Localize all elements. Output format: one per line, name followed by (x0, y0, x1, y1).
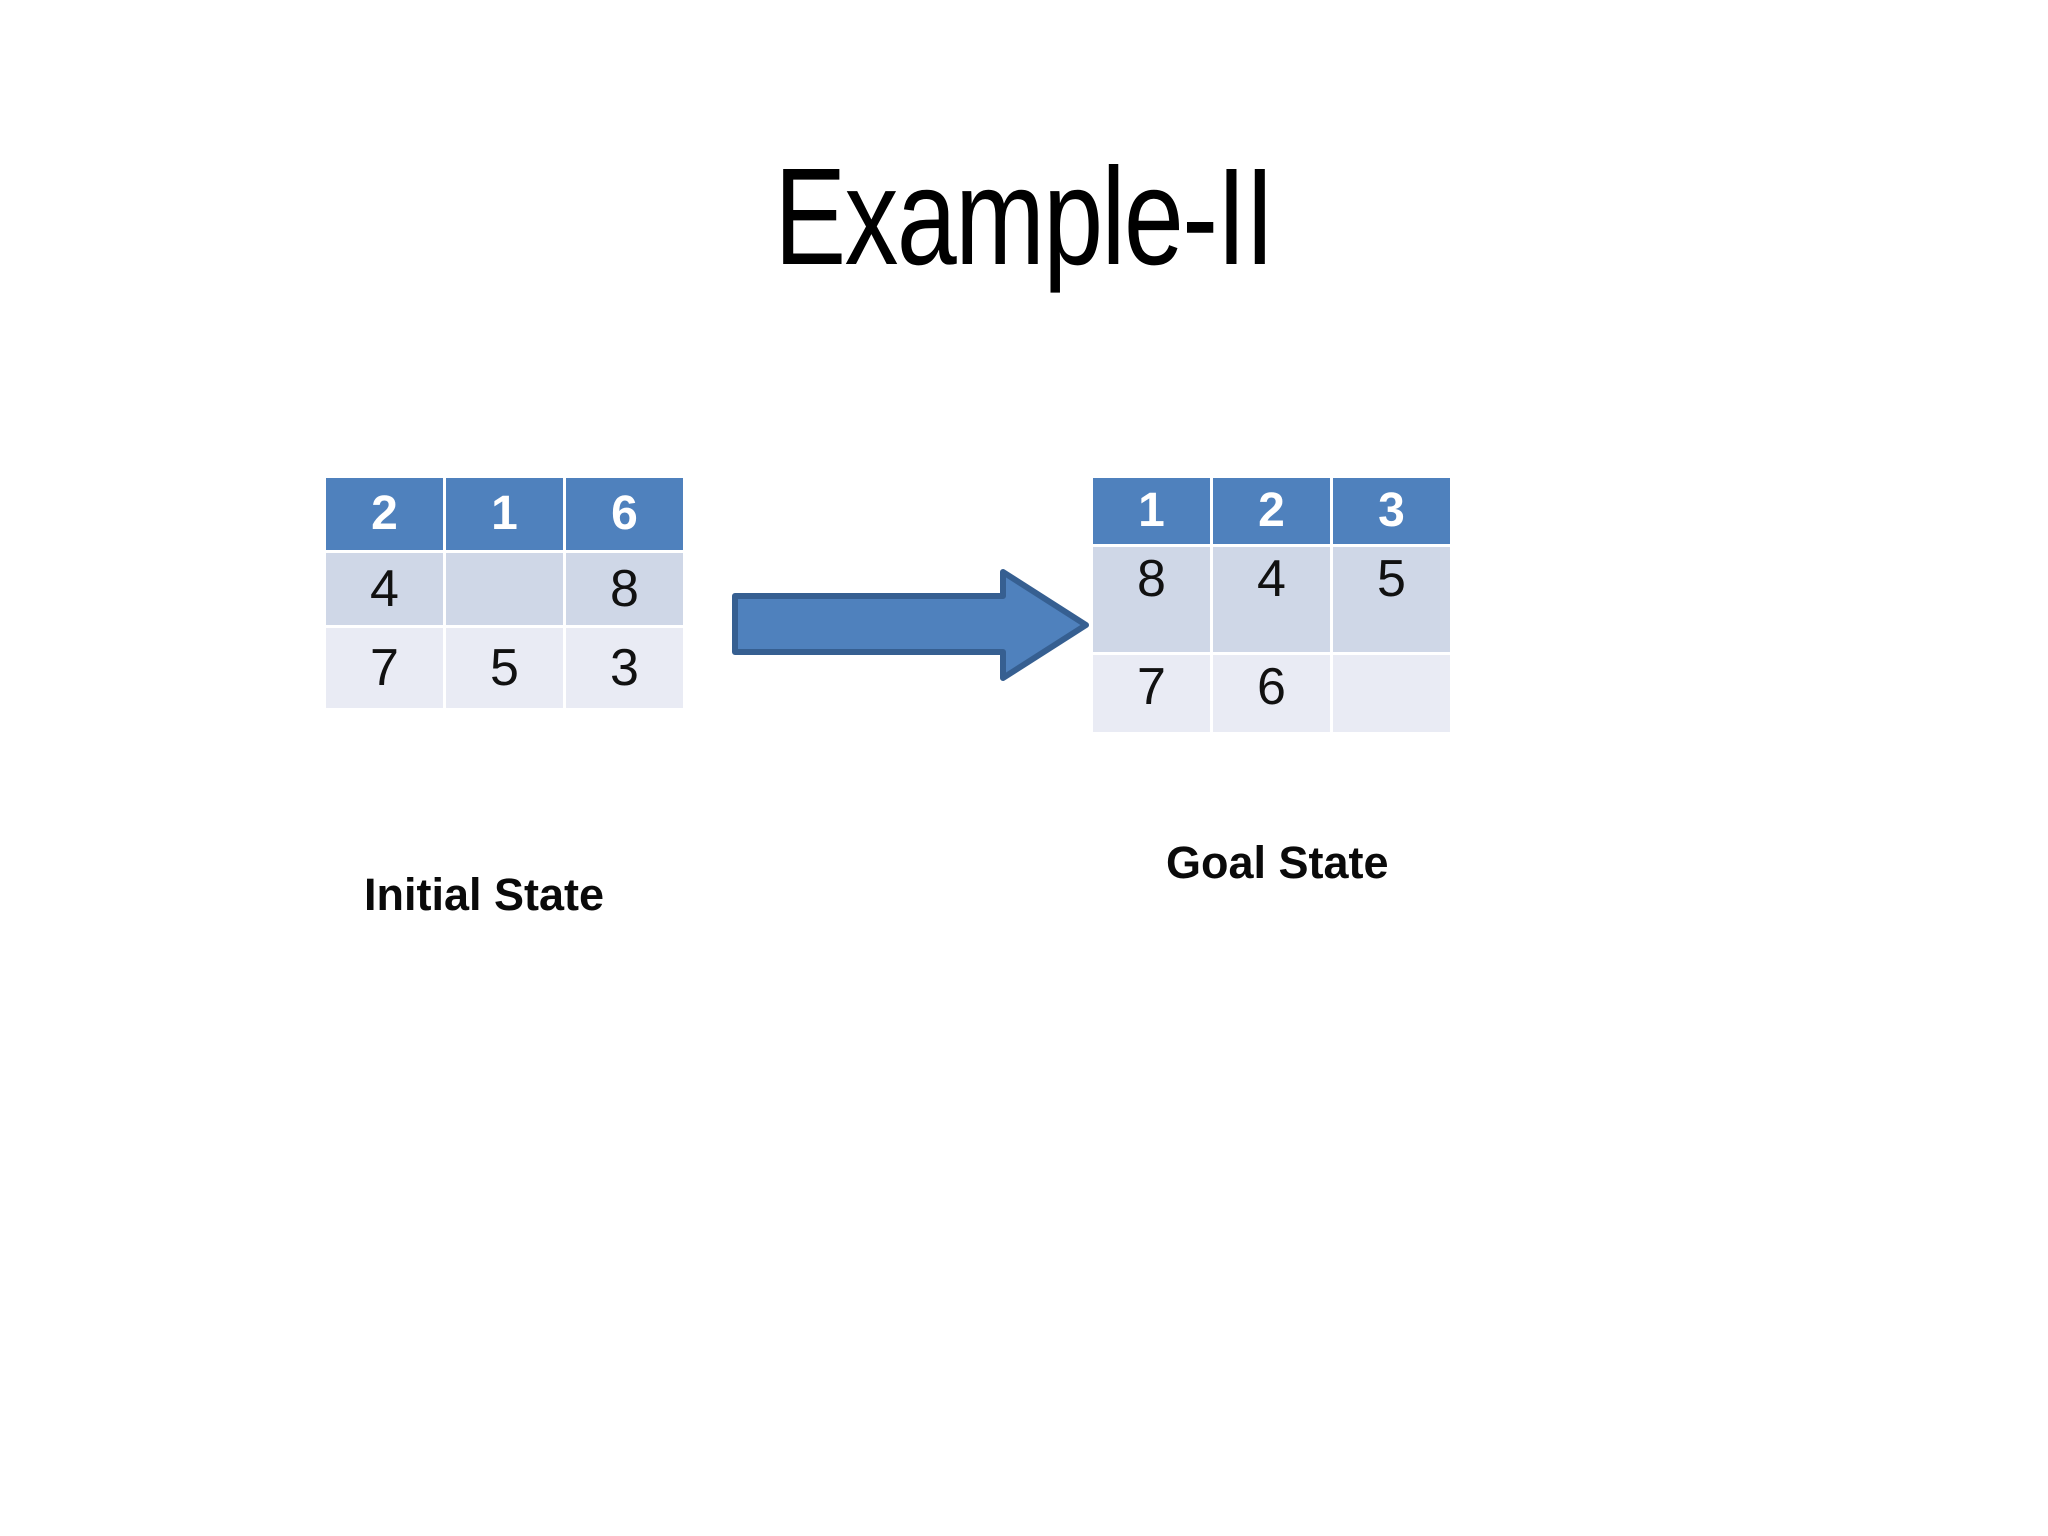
puzzle-cell: 7 (1093, 655, 1210, 732)
puzzle-cell: 2 (326, 478, 443, 550)
puzzle-cell: 4 (326, 553, 443, 625)
initial-state-label: Initial State (364, 869, 605, 920)
puzzle-cell: 4 (1213, 547, 1330, 652)
puzzle-cell: 3 (1333, 478, 1450, 544)
puzzle-cell: 2 (1213, 478, 1330, 544)
puzzle-cell: 3 (566, 628, 683, 708)
puzzle-cell: 5 (1333, 547, 1450, 652)
title-container: Example-II (0, 148, 2048, 286)
puzzle-cell: 6 (1213, 655, 1330, 732)
puzzle-cell: 7 (326, 628, 443, 708)
puzzle-cell: 1 (1093, 478, 1210, 544)
slide-title: Example-II (774, 140, 1275, 294)
puzzle-cell (446, 553, 563, 625)
puzzle-cell: 6 (566, 478, 683, 550)
right-arrow-icon (731, 569, 1089, 681)
puzzle-cell: 1 (446, 478, 563, 550)
puzzle-cell: 5 (446, 628, 563, 708)
puzzle-cell: 8 (1093, 547, 1210, 652)
puzzle-cell (1333, 655, 1450, 732)
puzzle-cell: 8 (566, 553, 683, 625)
goal-state-label: Goal State (1166, 837, 1389, 888)
